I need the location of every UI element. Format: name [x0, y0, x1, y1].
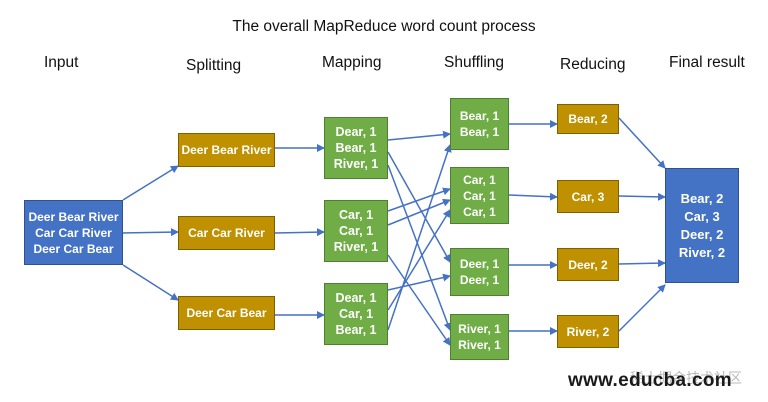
input-node: Deer Bear River Car Car River Deer Car B… — [24, 200, 123, 265]
shuffle-pair: River, 1 — [458, 338, 501, 352]
reduce-label: Bear, 2 — [568, 112, 608, 126]
input-line: Car Car River — [35, 225, 112, 240]
arrow-map-3-to-shuffle-deer — [387, 273, 451, 291]
arrow-map-1-to-shuffle-river — [387, 164, 452, 331]
reduce-label: Car, 3 — [571, 189, 605, 204]
final-pair: Car, 3 — [684, 208, 720, 224]
split-node-1: Deer Bear River — [178, 133, 275, 167]
map-pair: Car, 1 — [338, 307, 374, 321]
shuffle-pair: Car, 1 — [463, 188, 496, 203]
shuffle-pair: Deer, 1 — [459, 257, 500, 271]
final-pair: Bear, 2 — [680, 190, 724, 206]
shuffle-pair: River, 1 — [458, 322, 501, 336]
reduce-label: River, 2 — [566, 324, 610, 339]
arrow-map-2-to-shuffle-car-b — [387, 198, 451, 226]
arrow-input-to-split-2 — [122, 228, 179, 237]
map-node-1: Dear, 1 Bear, 1 River, 1 — [324, 117, 388, 179]
watermark-cn: 稀土掘金技术社区 — [630, 370, 742, 386]
map-node-2: Car, 1 Car, 1 River, 1 — [324, 200, 388, 262]
map-pair: Bear, 1 — [335, 323, 377, 337]
input-line: Deer Bear River — [28, 209, 119, 224]
arrow-map-2-to-shuffle-river — [387, 254, 451, 346]
arrow-map-3-to-shuffle-car — [387, 209, 451, 311]
arrow-reduce-river-to-final — [618, 284, 666, 332]
reduce-node-river: River, 2 — [557, 315, 619, 348]
shuffle-node-bear: Bear, 1 Bear, 1 — [450, 98, 509, 150]
column-label-splitting: Splitting — [186, 57, 242, 74]
map-pair: Car, 1 — [338, 224, 374, 238]
diagram-title: The overall MapReduce word count process — [232, 18, 536, 35]
arrow-reduce-car-to-final — [618, 192, 666, 201]
shuffle-node-deer: Deer, 1 Deer, 1 — [450, 248, 509, 296]
split-label: Deer Car Bear — [186, 306, 267, 320]
split-node-3: Deer Car Bear — [178, 296, 275, 330]
arrow-split-2-to-map-2 — [274, 228, 325, 237]
arrow-map-1-to-shuffle-bear — [387, 130, 451, 141]
arrow-map-3-to-shuffle-bear — [387, 144, 452, 331]
column-label-mapping: Mapping — [322, 54, 382, 71]
shuffle-node-car: Car, 1 Car, 1 Car, 1 — [450, 167, 509, 224]
shuffle-pair: Car, 1 — [463, 172, 496, 187]
split-label: Deer Bear River — [181, 143, 272, 157]
reduce-node-car: Car, 3 — [557, 180, 619, 213]
arrow-input-to-split-3 — [122, 264, 179, 301]
map-pair: River, 1 — [333, 240, 379, 254]
arrow-map-1-to-shuffle-deer — [387, 151, 451, 263]
column-label-reducing: Reducing — [560, 56, 626, 73]
arrow-input-to-split-1 — [122, 165, 179, 201]
map-pair: Bear, 1 — [335, 141, 377, 155]
column-label-final-result: Final result — [669, 54, 745, 71]
reduce-label: Deer, 2 — [568, 257, 608, 272]
arrow-shuffle-car-to-reduce — [508, 192, 558, 201]
map-pair: Dear, 1 — [335, 291, 377, 305]
map-pair: Car, 1 — [338, 208, 374, 222]
final-pair: Deer, 2 — [680, 226, 724, 242]
reduce-node-bear: Bear, 2 — [557, 104, 619, 134]
arrow-reduce-bear-to-final — [618, 117, 666, 169]
shuffle-pair: Bear, 1 — [459, 109, 500, 123]
final-result-node: Bear, 2 Car, 3 Deer, 2 River, 2 — [665, 168, 739, 283]
split-node-2: Car Car River — [178, 216, 275, 250]
map-pair: Dear, 1 — [335, 125, 377, 139]
final-pair: River, 2 — [678, 244, 726, 260]
shuffle-pair: Car, 1 — [463, 204, 496, 219]
map-node-3: Dear, 1 Car, 1 Bear, 1 — [324, 283, 388, 345]
column-label-shuffling: Shuffling — [444, 54, 505, 71]
watermark: www.educba.com — [568, 370, 732, 391]
shuffle-pair: Bear, 1 — [459, 125, 500, 139]
shuffle-pair: Deer, 1 — [459, 273, 500, 287]
shuffle-node-river: River, 1 River, 1 — [450, 314, 509, 360]
arrow-reduce-deer-to-final — [618, 259, 666, 268]
input-line: Deer Car Bear — [33, 241, 114, 256]
split-label: Car Car River — [188, 226, 265, 240]
reduce-node-deer: Deer, 2 — [557, 248, 619, 281]
column-label-input: Input — [44, 54, 79, 71]
arrow-map-2-to-shuffle-car-a — [387, 187, 451, 212]
map-pair: River, 1 — [333, 157, 379, 171]
